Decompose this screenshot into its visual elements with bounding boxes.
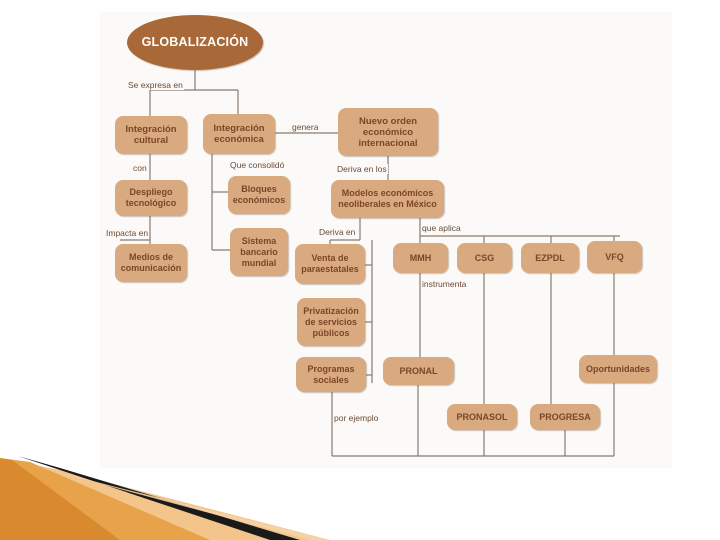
node-sistema-bancario: Sistema bancario mundial: [230, 228, 288, 276]
node-privatizacion: Privatización de servicios públicos: [297, 298, 365, 346]
node-oportunidades: Oportunidades: [579, 355, 657, 383]
label-genera: genera: [291, 122, 320, 132]
label-deriva-en-los: Deriva en los: [336, 164, 388, 174]
node-modelos: Modelos económicos neoliberales en Méxic…: [331, 180, 444, 218]
decorative-stripes: [0, 456, 330, 540]
label-deriva-en: Deriva en: [318, 227, 357, 237]
node-integracion-economica: Integración económica: [203, 114, 275, 154]
node-pronasol: PRONASOL: [447, 404, 517, 430]
node-globalizacion: GLOBALIZACIÓN: [127, 15, 263, 70]
label-se-expresa-en: Se expresa en: [127, 80, 184, 90]
label-instrumenta: instrumenta: [421, 279, 468, 289]
node-pronal: PRONAL: [383, 357, 454, 385]
node-vfq: VFQ: [587, 241, 642, 273]
node-progresa: PROGRESA: [530, 404, 600, 430]
node-integracion-cultural: Integración cultural: [115, 116, 187, 154]
node-csg: CSG: [457, 243, 512, 273]
label-con: con: [132, 163, 148, 173]
node-bloques: Bloques económicos: [228, 176, 290, 214]
node-medios: Medios de comunicación: [115, 244, 187, 282]
node-venta-paraestatales: Venta de paraestatales: [295, 244, 365, 284]
node-despliegue: Despliego tecnológico: [115, 180, 187, 216]
node-nuevo-orden: Nuevo orden económico internacional: [338, 108, 438, 156]
label-que-consolido: Que consolidó: [229, 160, 286, 170]
node-mmh: MMH: [393, 243, 448, 273]
label-que-aplica: que aplica: [421, 223, 462, 233]
label-por-ejemplo: por ejemplo: [333, 413, 380, 423]
node-programas-sociales: Programas sociales: [296, 357, 366, 392]
label-impacta-en: Impacta en: [105, 228, 150, 238]
node-ezpdl: EZPDL: [521, 243, 579, 273]
